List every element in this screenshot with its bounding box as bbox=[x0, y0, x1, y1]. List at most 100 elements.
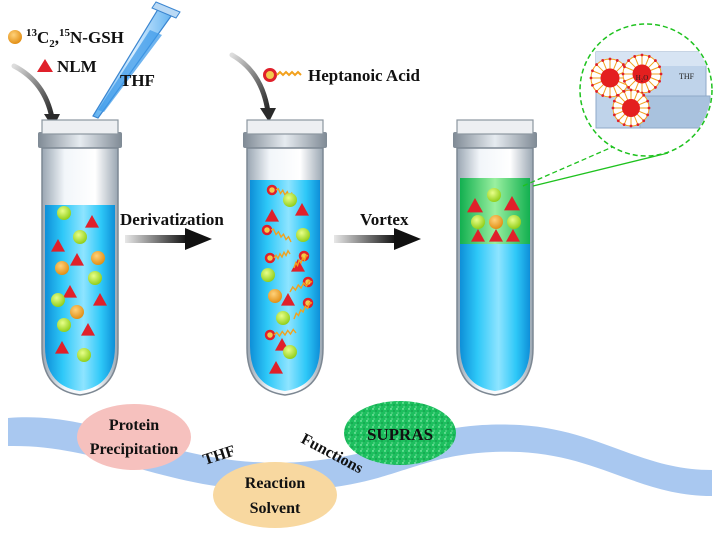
micelle-tail bbox=[592, 70, 603, 76]
analyte-green-dot bbox=[276, 311, 290, 325]
analyte-green-dot bbox=[57, 318, 71, 332]
micelle-head bbox=[589, 76, 593, 80]
gsh-orange-dot bbox=[70, 305, 84, 319]
micelle-core bbox=[632, 64, 652, 84]
protein-line1: Protein bbox=[109, 417, 159, 434]
micelle-head bbox=[642, 93, 646, 97]
analyte-green-dot bbox=[73, 230, 87, 244]
gsh-orange-dot bbox=[91, 251, 105, 265]
micelle-tail bbox=[615, 83, 624, 92]
heptanoic-acid-legend: Heptanoic Acid bbox=[263, 66, 420, 85]
micelle-head bbox=[647, 90, 651, 93]
micelle-head bbox=[642, 119, 646, 123]
nlm-triangle bbox=[93, 293, 107, 306]
micelle-head bbox=[608, 95, 612, 99]
nlm-triangle bbox=[489, 229, 503, 242]
micelle-head bbox=[615, 59, 619, 62]
analyte-green-dot bbox=[471, 215, 485, 229]
tube-2 bbox=[243, 119, 327, 396]
tube-3 bbox=[453, 119, 537, 396]
micelle-tail bbox=[628, 79, 637, 88]
functions-wave bbox=[8, 417, 712, 496]
curved-arrow-2 bbox=[229, 52, 276, 122]
micelle-head bbox=[595, 90, 598, 93]
micelle-head bbox=[612, 113, 616, 117]
micelle-tail bbox=[602, 60, 608, 71]
nlm-triangle bbox=[281, 293, 295, 306]
micelle-head bbox=[654, 86, 657, 89]
micelle-head bbox=[612, 99, 616, 103]
heptanoic-acid-tail bbox=[270, 228, 292, 243]
nlm-triangle bbox=[506, 229, 520, 242]
micelle-tail bbox=[623, 91, 629, 101]
legend: 13C2,15N-GSH NLM bbox=[8, 27, 124, 76]
micelle-tail bbox=[633, 115, 639, 125]
micelle-tail bbox=[636, 113, 645, 122]
micelle-tail bbox=[614, 110, 624, 116]
micelle-head bbox=[623, 79, 626, 83]
micelle-tail bbox=[634, 56, 640, 67]
reaction-line2: Solvent bbox=[250, 500, 301, 517]
micelle-tail bbox=[612, 85, 618, 96]
heptanoic-acid-tail bbox=[293, 254, 309, 269]
heptanoic-acid-tail bbox=[273, 249, 291, 261]
micelle-core bbox=[622, 99, 640, 117]
supras-label: SUPRAS bbox=[367, 425, 433, 444]
micelle-tail bbox=[647, 79, 656, 88]
micelle-head bbox=[627, 59, 630, 62]
nlm-triangle bbox=[269, 361, 283, 374]
micelle-head bbox=[616, 119, 620, 123]
bubble-protein-precipitation: Protein Precipitation bbox=[77, 404, 191, 470]
protein-line2: Precipitation bbox=[90, 441, 179, 458]
micelle-head bbox=[621, 72, 625, 76]
micelle-head bbox=[654, 59, 657, 62]
micelle-core bbox=[600, 68, 620, 88]
micelle-tail bbox=[638, 100, 648, 106]
heptanoic-acid-label: Heptanoic Acid bbox=[308, 66, 420, 85]
micelle-head bbox=[647, 55, 651, 58]
micelle-tail bbox=[634, 81, 640, 92]
micelle-head bbox=[646, 113, 650, 117]
heptanoic-acid-tail bbox=[273, 328, 297, 338]
nlm-triangle bbox=[51, 239, 65, 252]
micelle-head bbox=[611, 106, 615, 110]
nlm-label: NLM bbox=[57, 57, 97, 76]
micelle-tail bbox=[649, 66, 660, 72]
gsh-orange-dot bbox=[268, 289, 282, 303]
thf-pipette-label: THF bbox=[120, 71, 155, 90]
analyte-green-dot bbox=[283, 193, 297, 207]
micelle-head bbox=[629, 124, 633, 128]
curved-arrow-1 bbox=[11, 63, 60, 128]
derivatization-arrow bbox=[125, 228, 212, 250]
micelle-head bbox=[622, 123, 626, 127]
bubble-supras: SUPRAS bbox=[344, 401, 456, 465]
nlm-triangle bbox=[55, 341, 69, 354]
micelle-tail bbox=[614, 100, 624, 106]
micelle-tail bbox=[623, 115, 629, 125]
micelle-tail bbox=[638, 110, 648, 116]
heptanoic-acid-tail bbox=[289, 280, 313, 293]
nlm-triangle bbox=[265, 209, 279, 222]
analyte-green-dot bbox=[261, 268, 275, 282]
micelle-tail bbox=[592, 80, 603, 86]
zoom-inset: THF H₂O bbox=[522, 23, 713, 187]
vortex-label: Vortex bbox=[360, 210, 409, 229]
analyte-green-dot bbox=[283, 345, 297, 359]
nlm-triangle bbox=[81, 323, 95, 336]
heptanoic-acid-molecule bbox=[266, 184, 278, 196]
nlm-triangle bbox=[85, 215, 99, 228]
micelle-head bbox=[627, 86, 630, 89]
micelle-head bbox=[622, 63, 625, 66]
nlm-triangle bbox=[504, 196, 520, 211]
gsh-orange-icon bbox=[8, 30, 22, 44]
micelle-tail bbox=[647, 60, 656, 69]
micelle-head bbox=[647, 106, 651, 110]
nlm-triangle bbox=[471, 229, 485, 242]
gsh-orange-dot bbox=[55, 261, 69, 275]
micelle-head bbox=[591, 69, 594, 73]
nlm-triangle-icon bbox=[37, 59, 53, 72]
analyte-green-dot bbox=[507, 215, 521, 229]
micelle-tail bbox=[633, 91, 639, 101]
heptanoic-acid-molecule bbox=[261, 224, 273, 236]
